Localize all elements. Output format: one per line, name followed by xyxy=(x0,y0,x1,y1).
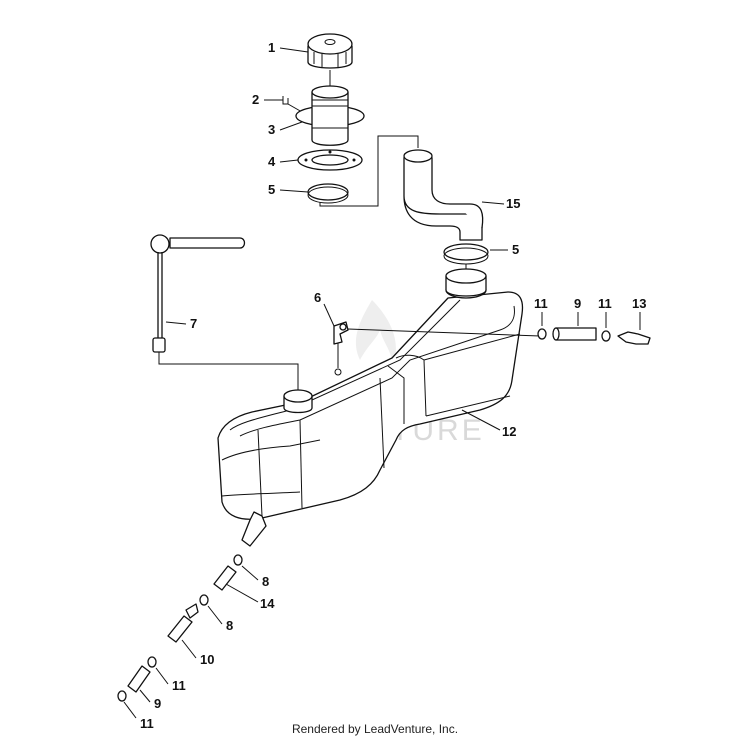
clip xyxy=(282,96,289,105)
filler-neck xyxy=(295,85,365,146)
callout-11-drain-2: 11 xyxy=(140,716,154,731)
clamp-drain-1 xyxy=(233,554,243,566)
hose-clamp-lower xyxy=(443,243,489,265)
clamp-drain-4 xyxy=(117,690,127,702)
callout-10: 10 xyxy=(200,652,214,667)
drain-hose xyxy=(213,565,237,591)
callout-9-vent: 9 xyxy=(574,296,581,311)
callout-8-lower: 8 xyxy=(226,618,233,633)
clamp-drain-3 xyxy=(147,656,157,668)
callout-12: 12 xyxy=(502,424,516,439)
callout-7: 7 xyxy=(190,316,197,331)
callout-4: 4 xyxy=(268,154,276,169)
fuel-filter xyxy=(167,603,199,643)
vent-hose xyxy=(552,327,597,341)
callout-9-drain: 9 xyxy=(154,696,161,711)
callout-13: 13 xyxy=(632,296,646,311)
watermark-flame-icon xyxy=(355,300,396,365)
callout-1: 1 xyxy=(268,40,275,55)
callout-5-upper: 5 xyxy=(268,182,275,197)
callout-11-vent-2: 11 xyxy=(598,296,612,311)
fuel-gauge-sender xyxy=(150,234,246,353)
fuel-cap xyxy=(307,33,353,69)
hose-clamp-upper xyxy=(307,183,349,204)
callout-5-lower: 5 xyxy=(512,242,519,257)
callout-8-upper: 8 xyxy=(262,574,269,589)
gasket xyxy=(297,149,363,171)
vent-valve xyxy=(617,331,651,345)
callout-15: 15 xyxy=(506,196,520,211)
callout-11-drain-1: 11 xyxy=(172,678,186,693)
fuel-line xyxy=(127,665,151,693)
filler-hose xyxy=(403,149,484,241)
callout-2: 2 xyxy=(252,92,259,107)
fuel-tank xyxy=(217,268,524,547)
elbow-fitting xyxy=(333,321,349,345)
hose-clamp-vent-2 xyxy=(601,330,611,342)
callout-6: 6 xyxy=(314,290,321,305)
clamp-drain-2 xyxy=(199,594,209,606)
rendered-by-footer: Rendered by LeadVenture, Inc. xyxy=(291,722,459,736)
hose-clamp-vent-1 xyxy=(537,328,547,340)
callout-3: 3 xyxy=(268,122,275,137)
callout-11-vent-1: 11 xyxy=(534,296,548,311)
callout-14: 14 xyxy=(260,596,275,611)
callout-labels: 1 2 3 4 5 15 5 6 7 11 9 11 13 12 8 14 8 … xyxy=(140,40,646,731)
